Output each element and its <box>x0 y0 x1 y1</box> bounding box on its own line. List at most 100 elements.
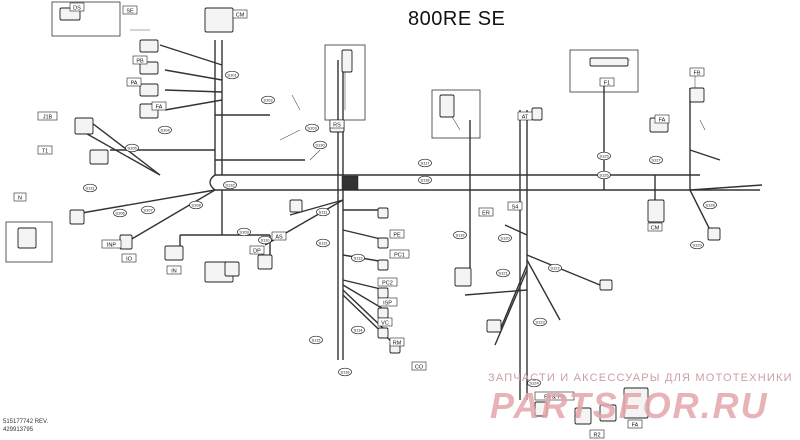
detail-callout-box <box>51 1 121 37</box>
connector-code-tag <box>13 192 27 202</box>
splice-node-label: S112 <box>318 241 328 246</box>
leader-line <box>279 129 301 141</box>
connector-code-label: T1 <box>42 148 48 154</box>
page-title: 800RE SE <box>408 8 506 30</box>
connector-body <box>707 227 721 241</box>
connector-code-tag <box>389 249 410 259</box>
connector-code-label: N <box>18 195 22 201</box>
harness-wire <box>526 259 561 321</box>
connector-code-tag <box>37 111 58 121</box>
splice-node-label: S101 <box>227 73 237 78</box>
connector-code-label: CM <box>651 225 660 231</box>
connector-code-tag <box>232 9 248 19</box>
connector-code-tag <box>599 77 615 87</box>
connector-body <box>377 287 389 299</box>
connector-code-label: FA <box>632 422 639 428</box>
connector-body <box>224 261 240 277</box>
splice-node-label: S113 <box>353 256 363 261</box>
splice-node <box>418 175 432 185</box>
splice-node <box>649 155 663 165</box>
connector-body <box>341 49 353 73</box>
connector-code-label: VC <box>381 320 389 326</box>
splice-node-label: S116 <box>340 370 350 375</box>
splice-node <box>261 95 275 105</box>
splice-node <box>338 367 352 377</box>
connector-body <box>289 199 303 213</box>
splice-node <box>703 200 717 210</box>
connector-code-label: S4 <box>512 204 519 210</box>
connector-body <box>574 407 592 425</box>
splice-node <box>351 325 365 335</box>
splice-node-label: S110 <box>260 238 270 243</box>
connector-body <box>531 107 543 121</box>
detail-callout-box <box>431 89 481 139</box>
detail-callout-box <box>324 44 366 121</box>
connector-code-label: PB <box>136 58 144 64</box>
harness-wire <box>79 129 161 176</box>
connector-code-label: ER <box>482 210 490 216</box>
connector-code-tag <box>377 317 393 327</box>
connector-code-tag <box>654 114 670 124</box>
connector-body <box>377 327 389 339</box>
connector-code-label: CM <box>236 12 245 18</box>
connector-code-tag <box>132 55 148 65</box>
connector-code-tag <box>389 337 405 347</box>
connector-code-tag <box>411 361 427 371</box>
splice-node <box>237 227 251 237</box>
connector-code-label: INP <box>107 242 117 248</box>
splice-node-label: S102 <box>263 98 273 103</box>
connector-body <box>257 254 273 270</box>
harness-wire <box>504 224 528 236</box>
splice-node <box>223 180 237 190</box>
connector-code-label: PC1 <box>394 252 405 258</box>
harness-wire <box>689 149 721 161</box>
connector-body <box>164 245 184 261</box>
splice-node <box>313 140 327 150</box>
splice-node-label: S127 <box>651 158 661 163</box>
connector-code-label: CO <box>415 364 424 370</box>
connector-body <box>599 404 617 422</box>
connector-body <box>74 117 94 135</box>
splice-node-label: S109 <box>239 230 249 235</box>
connector-code-tag <box>121 253 137 263</box>
harness-wire <box>87 119 161 176</box>
connector-body <box>377 207 389 219</box>
connector-body <box>139 83 159 97</box>
splice-node-label: S124 <box>529 381 539 386</box>
splice-node <box>533 317 547 327</box>
connector-code-tag <box>389 229 405 239</box>
splice-node <box>258 235 272 245</box>
splice-node <box>351 253 365 263</box>
connector-code-tag <box>689 67 705 77</box>
splice-node <box>316 207 330 217</box>
connector-code-label: SE <box>126 8 134 14</box>
splice-node-label: S122 <box>550 266 560 271</box>
splice-node-label: S107 <box>143 208 153 213</box>
connector-code-tag <box>69 2 85 12</box>
detail-callout-box <box>5 221 53 263</box>
connector-code-tag <box>534 391 575 401</box>
connector-body <box>139 39 159 53</box>
splice-node <box>158 125 172 135</box>
connector-code-tag <box>517 111 533 121</box>
harness-wire <box>164 69 223 81</box>
connector-code-tag <box>126 77 142 87</box>
connector-code-tag <box>271 231 287 241</box>
connector-code-label: R2 <box>593 432 600 438</box>
splice-node-label: S115 <box>311 338 321 343</box>
connector-code-label: AT <box>522 114 529 120</box>
splice-node <box>113 208 127 218</box>
splice-node-label: S103 <box>307 126 317 131</box>
connector-code-tag <box>377 297 398 307</box>
leader-line <box>291 94 301 111</box>
splice-node <box>597 151 611 161</box>
connector-code-tag <box>627 419 643 429</box>
detail-callout-box <box>569 49 639 93</box>
splice-node-label: S129 <box>692 243 702 248</box>
splice-node <box>548 263 562 273</box>
connector-code-tag <box>151 101 167 111</box>
splice-node <box>309 335 323 345</box>
harness-wire <box>209 174 216 191</box>
connector-code-label: ISP <box>383 300 392 306</box>
